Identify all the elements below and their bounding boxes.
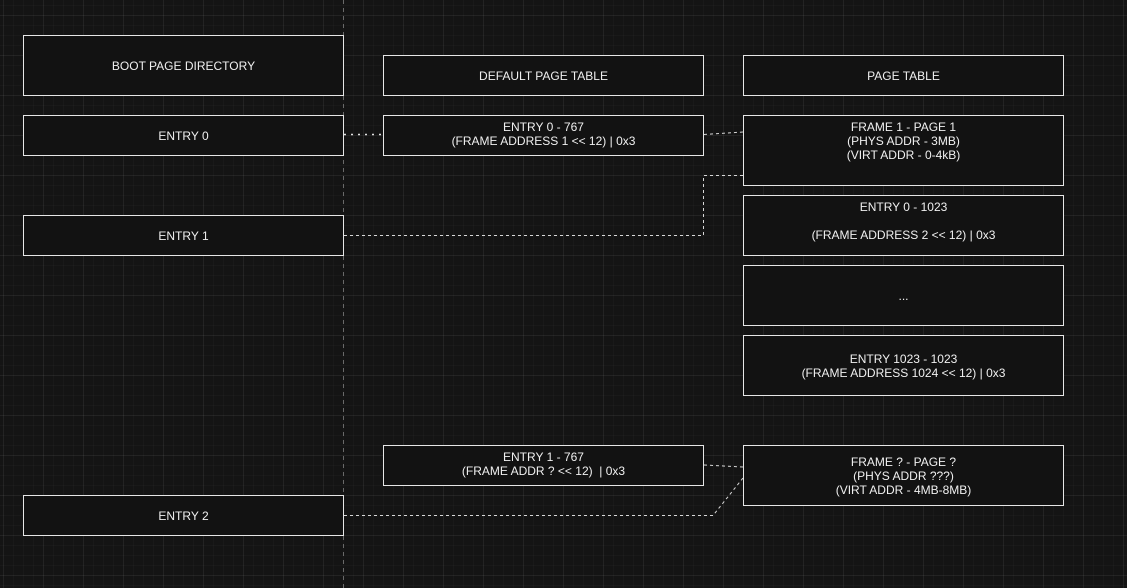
frame-unknown-page-unknown[interactable]: FRAME ? - PAGE ? (PHYS ADDR ???) (VIRT A…	[743, 445, 1064, 506]
frame-unknown-title: FRAME ? - PAGE ?	[850, 454, 957, 469]
default-entry-1-767[interactable]: ENTRY 1 - 767 (FRAME ADDR ? << 12) | 0x3	[383, 445, 704, 486]
page-table-header[interactable]: PAGE TABLE	[743, 55, 1064, 96]
entry-1023-1023-title: ENTRY 1023 - 1023	[849, 351, 958, 366]
ellipsis-label: ...	[898, 288, 909, 303]
page-table-entry-0-1023[interactable]: ENTRY 0 - 1023 (FRAME ADDRESS 2 << 12) |…	[743, 195, 1064, 256]
default-entry-1-767-title: ENTRY 1 - 767	[503, 450, 584, 464]
page-table-entry-1023-1023[interactable]: ENTRY 1023 - 1023 (FRAME ADDRESS 1024 <<…	[743, 335, 1064, 396]
frame-unknown-virt-addr: (VIRT ADDR - 4MB-8MB)	[835, 482, 972, 497]
entry-1-label: ENTRY 1	[158, 228, 209, 243]
connector-default-entry-to-frame1	[703, 131, 744, 135]
default-page-table-header[interactable]: DEFAULT PAGE TABLE	[383, 55, 704, 96]
frame-1-phys-addr: (PHYS ADDR - 3MB)	[847, 134, 960, 148]
entry-0-1023-title: ENTRY 0 - 1023	[859, 200, 948, 214]
page-table-title: PAGE TABLE	[867, 68, 940, 83]
default-entry-0-767[interactable]: ENTRY 0 - 767 (FRAME ADDRESS 1 << 12) | …	[383, 115, 704, 156]
frame-1-page-1[interactable]: FRAME 1 - PAGE 1 (PHYS ADDR - 3MB) (VIRT…	[743, 115, 1064, 186]
entry-0-label: ENTRY 0	[158, 128, 209, 143]
frame-1-page-1-title: FRAME 1 - PAGE 1	[850, 120, 957, 134]
default-entry-0-767-title: ENTRY 0 - 767	[503, 120, 584, 134]
page-table-ellipsis[interactable]: ...	[743, 265, 1064, 326]
boot-page-directory-header[interactable]: BOOT PAGE DIRECTORY	[23, 35, 344, 96]
default-entry-1-767-value: (FRAME ADDR ? << 12) | 0x3	[461, 464, 626, 478]
entry-2-label: ENTRY 2	[158, 508, 209, 523]
boot-page-directory-title: BOOT PAGE DIRECTORY	[111, 58, 256, 73]
boot-directory-entry-0[interactable]: ENTRY 0	[23, 115, 344, 156]
frame-1-virt-addr: (VIRT ADDR - 0-4kB)	[846, 148, 961, 162]
frame-unknown-phys-addr: (PHYS ADDR ???)	[853, 468, 954, 483]
connector-entry1-to-page-table	[344, 175, 743, 236]
entry-0-1023-value: (FRAME ADDRESS 2 << 12) | 0x3	[811, 228, 996, 242]
boot-directory-entry-2[interactable]: ENTRY 2	[23, 495, 344, 536]
default-page-table-title: DEFAULT PAGE TABLE	[479, 68, 608, 83]
default-entry-0-767-value: (FRAME ADDRESS 1 << 12) | 0x3	[451, 134, 636, 148]
connector-default-entry1-to-frame-q	[703, 464, 744, 468]
entry-1023-1023-value: (FRAME ADDRESS 1024 << 12) | 0x3	[801, 365, 1006, 380]
boot-directory-entry-1[interactable]: ENTRY 1	[23, 215, 344, 256]
